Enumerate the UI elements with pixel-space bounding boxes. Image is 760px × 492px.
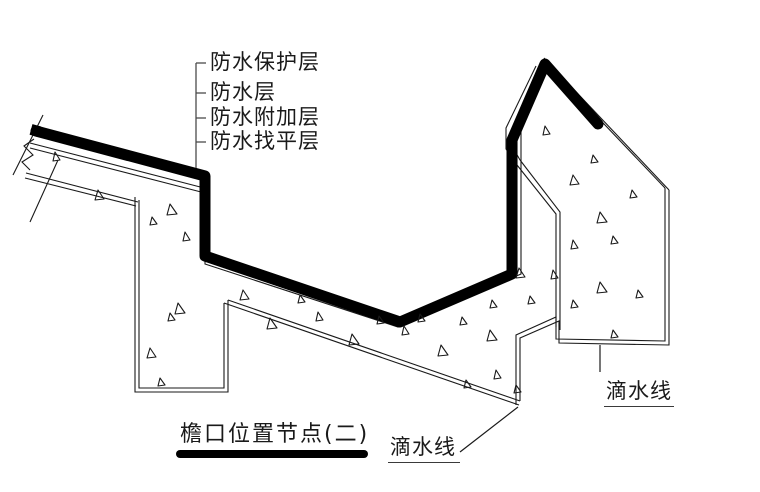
hatch-triangle: [146, 347, 157, 359]
hatch-triangle: [417, 313, 426, 323]
hatch-triangle: [515, 267, 526, 279]
hatch-triangle: [157, 377, 166, 387]
left-drop-leg-inner: [138, 200, 225, 389]
left-drop-leg-group: [134, 197, 521, 406]
hatch-triangle: [182, 231, 191, 242]
hatch-triangle: [297, 294, 306, 304]
hatch-triangle: [596, 211, 608, 224]
label-waterproof-protection-layer: 防水保护层: [210, 50, 320, 74]
hatch-triangle: [610, 329, 619, 339]
drip-line-bottom-underline: [388, 462, 460, 463]
hatch-triangle: [570, 239, 579, 250]
hatch-triangle: [239, 289, 250, 301]
drip-line-right-underline: [604, 406, 674, 407]
parapet-base-run2: [516, 164, 557, 327]
break-line-diagonal-upper: [12, 114, 44, 176]
hatch-triangle: [570, 299, 579, 309]
label-waterproof-additional-layer: 防水附加层: [210, 105, 320, 129]
left-drop-leg-bottom-tie: [227, 299, 521, 402]
hatch-triangle: [459, 316, 468, 326]
hatch-triangle: [486, 329, 498, 342]
hatch-triangle: [166, 203, 178, 216]
page-title: 檐口位置节点(二): [180, 422, 370, 447]
membrane-end-caps: [29, 124, 42, 138]
hatch-triangle: [610, 235, 619, 245]
hatch-triangle: [513, 384, 522, 394]
hatch-triangle: [167, 312, 176, 322]
slab-top-inner-edge: [29, 128, 518, 323]
membrane-start-cap: [29, 124, 42, 138]
title-underline-rule: [176, 450, 368, 458]
parapet-base-run: [519, 159, 561, 330]
hatch-triangle: [348, 333, 360, 346]
slab-left-lower-edge2: [24, 177, 137, 207]
hatch-triangle: [401, 325, 410, 336]
hatch-triangle: [94, 189, 105, 201]
membrane-main-run: [30, 58, 604, 328]
waterproof-membrane-group: [30, 58, 604, 328]
hatch-triangle: [635, 289, 644, 299]
hatch-triangle: [376, 315, 385, 325]
hatch-triangle: [542, 125, 551, 136]
hatch-triangle: [590, 154, 599, 164]
label-waterproof-leveling-layer: 防水找平层: [210, 129, 320, 153]
break-line-group: [12, 114, 139, 223]
left-drop-leg-bottom-tie2: [223, 302, 520, 406]
hatch-triangle: [493, 369, 502, 380]
leader-lines-group: [195, 62, 206, 168]
hatch-triangle: [550, 269, 559, 280]
left-drop-leg-outer: [134, 197, 229, 393]
drip-leader-bottom: [459, 406, 519, 453]
break-line-zigzag: [21, 138, 35, 171]
hatch-triangle: [527, 295, 536, 305]
label-waterproof-layer: 防水层: [210, 80, 276, 104]
label-drip-line-bottom: 滴水线: [390, 435, 456, 459]
hatch-triangle: [629, 189, 638, 199]
soffit-outline-inner: [515, 188, 666, 405]
drip-leader-lines-group: [459, 345, 601, 453]
hatch-triangle: [463, 379, 472, 389]
hatch-triangle: [52, 151, 61, 162]
concrete-hatch-group: [52, 125, 644, 394]
break-line-diagonal-lower: [29, 159, 59, 223]
hatch-triangle: [437, 344, 449, 357]
hatch-triangle: [174, 302, 186, 315]
slab-left-lower-edge: [25, 172, 139, 203]
hatch-triangle: [149, 216, 158, 226]
soffit-outline-outer: [519, 190, 670, 401]
hatch-triangle: [315, 311, 324, 322]
hatch-triangle: [596, 281, 608, 294]
hatch-triangle: [266, 317, 278, 330]
label-drip-line-right: 滴水线: [606, 379, 672, 403]
slab-top-outer-edge: [29, 131, 522, 328]
hatch-triangle: [489, 299, 498, 309]
hatch-triangle: [569, 174, 580, 186]
